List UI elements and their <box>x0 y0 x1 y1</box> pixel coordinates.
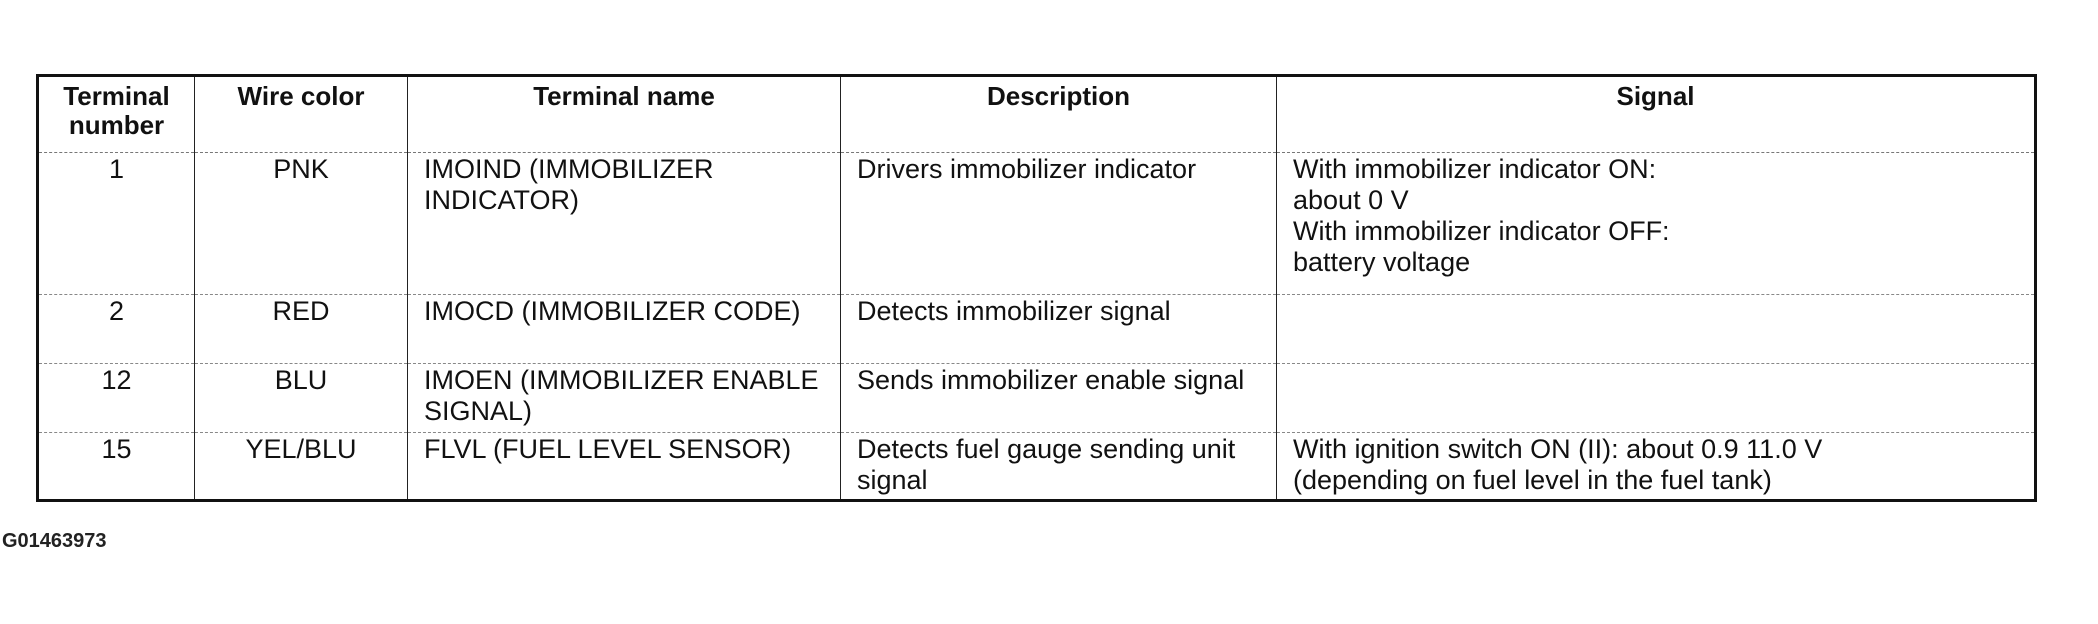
cell-signal <box>1276 294 2036 365</box>
cell-wire-color: PNK <box>194 152 408 295</box>
cell-terminal-number: 12 <box>37 363 195 433</box>
cell-signal: With ignition switch ON (II): about 0.9 … <box>1276 432 2036 501</box>
figure-code: G01463973 <box>2 530 107 552</box>
cell-description: Detects immobilizer signal <box>840 294 1277 365</box>
header-signal: Signal <box>1276 75 2036 153</box>
cell-signal: With immobilizer indicator ON: about 0 V… <box>1276 152 2036 295</box>
table-row: 1 PNK IMOIND (IMMOBILIZER INDICATOR) Dri… <box>37 152 2036 295</box>
table-row: 15 YEL/BLU FLVL (FUEL LEVEL SENSOR) Dete… <box>37 432 2036 501</box>
cell-wire-color: RED <box>194 294 408 365</box>
table-row: 2 RED IMOCD (IMMOBILIZER CODE) Detects i… <box>37 294 2036 365</box>
cell-description: Detects fuel gauge sending unit signal <box>840 432 1277 501</box>
cell-description: Sends immobilizer enable signal <box>840 363 1277 433</box>
cell-terminal-name: IMOIND (IMMOBILIZER INDICATOR) <box>407 152 841 295</box>
cell-terminal-number: 2 <box>37 294 195 365</box>
cell-terminal-number: 15 <box>37 432 195 501</box>
header-terminal-number: Terminal number <box>37 75 195 153</box>
table-row: 12 BLU IMOEN (IMMOBILIZER ENABLE SIGNAL)… <box>37 363 2036 433</box>
cell-terminal-name: IMOCD (IMMOBILIZER CODE) <box>407 294 841 365</box>
cell-wire-color: YEL/BLU <box>194 432 408 501</box>
terminal-table: Terminal number Wire color Terminal name… <box>36 74 2037 502</box>
cell-terminal-number: 1 <box>37 152 195 295</box>
cell-terminal-name: IMOEN (IMMOBILIZER ENABLE SIGNAL) <box>407 363 841 433</box>
header-description: Description <box>840 75 1277 153</box>
cell-signal <box>1276 363 2036 433</box>
header-terminal-name: Terminal name <box>407 75 841 153</box>
cell-wire-color: BLU <box>194 363 408 433</box>
cell-description: Drivers immobilizer indicator <box>840 152 1277 295</box>
table-header-row: Terminal number Wire color Terminal name… <box>37 75 2036 153</box>
cell-terminal-name: FLVL (FUEL LEVEL SENSOR) <box>407 432 841 501</box>
header-wire-color: Wire color <box>194 75 408 153</box>
